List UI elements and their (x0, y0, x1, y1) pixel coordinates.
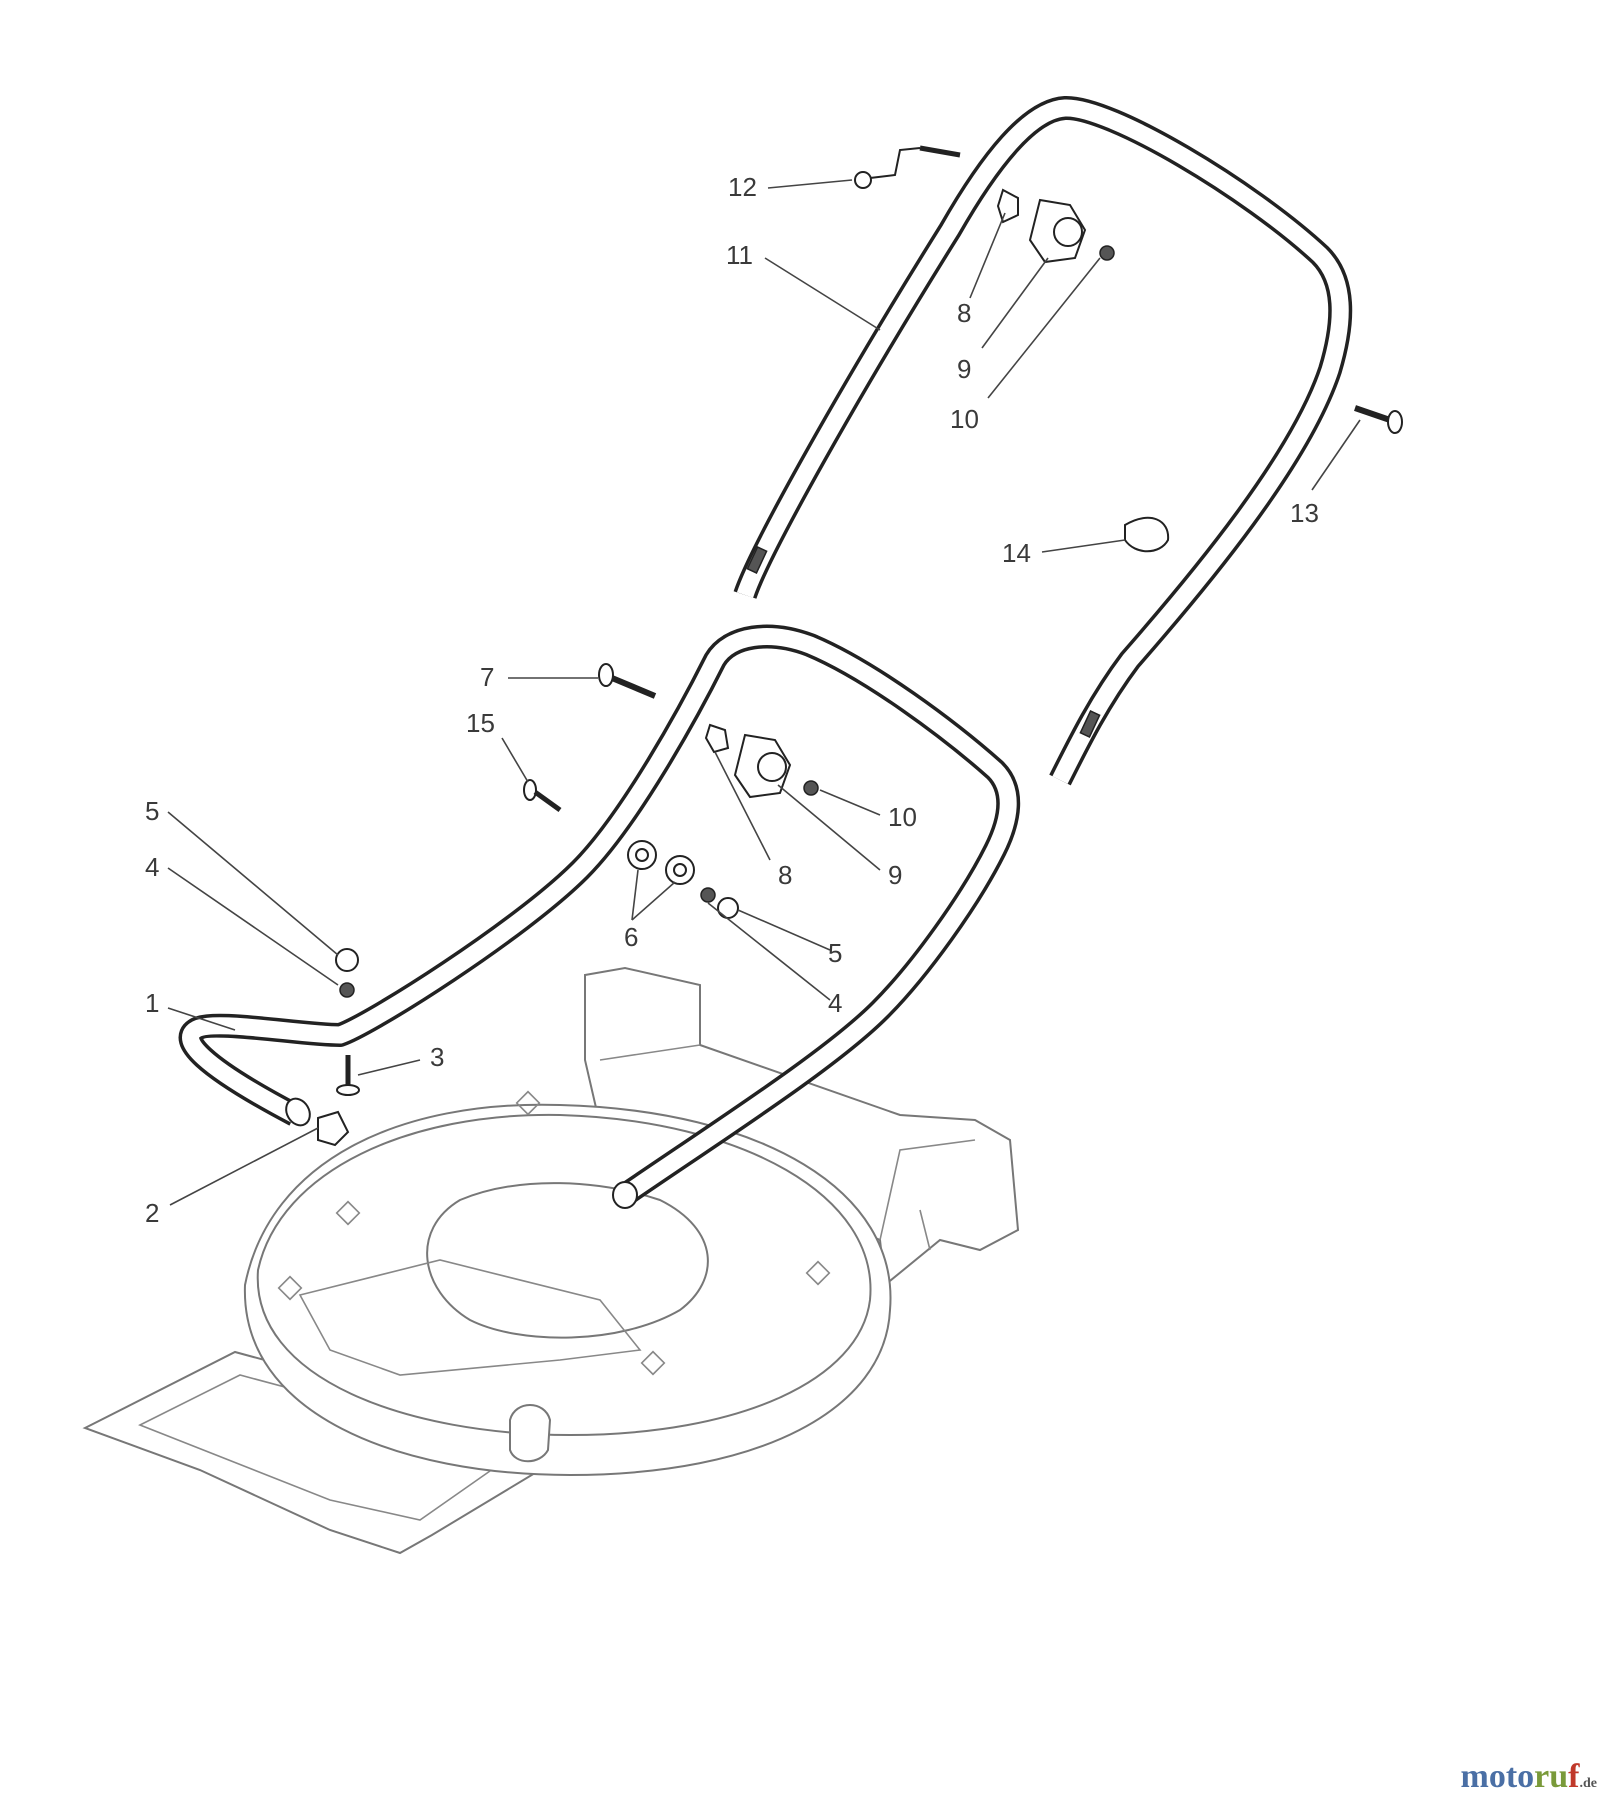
callout-10-upper: 10 (950, 404, 979, 434)
callout-14: 14 (1002, 538, 1031, 568)
callout-11: 11 (726, 240, 753, 270)
nut-cap-right (700, 887, 739, 919)
mower-deck (82, 966, 1020, 1555)
callout-15: 15 (466, 708, 495, 738)
callout-8-lower: 8 (778, 860, 792, 890)
deck-opening (426, 1182, 709, 1339)
callout-8-upper: 8 (957, 298, 971, 328)
bolt-15 (523, 779, 562, 813)
callout-12: 12 (728, 172, 757, 202)
cable-guide (854, 145, 961, 189)
watermark-suffix: .de (1579, 1776, 1598, 1791)
callout-4-left: 4 (145, 852, 159, 882)
handle-slot (1079, 710, 1101, 738)
handle-slot (746, 546, 768, 574)
lower-handle (178, 624, 1021, 1209)
mount-point (335, 1200, 361, 1226)
callout-5-left: 5 (145, 796, 159, 826)
mount-point (515, 1090, 541, 1116)
callout-13: 13 (1290, 498, 1319, 528)
callout-7: 7 (480, 662, 494, 692)
deck-baffle (298, 1259, 642, 1376)
bolt-7 (598, 663, 657, 699)
mount-point (805, 1260, 831, 1286)
callout-2: 2 (145, 1198, 159, 1228)
screw-3 (336, 1055, 360, 1096)
knob-assembly-upper (996, 188, 1115, 264)
rear-flap-inner (138, 1374, 522, 1521)
mount-point (640, 1350, 666, 1376)
carriage-bolt-13 (1354, 405, 1403, 434)
chute-detail (599, 1044, 976, 1251)
watermark-part-2: ru (1534, 1758, 1569, 1795)
upper-handle (733, 96, 1353, 786)
end-cap (317, 1110, 350, 1147)
watermark-part-3: f (1568, 1758, 1580, 1795)
callout-6: 6 (624, 922, 638, 952)
callout-1: 1 (145, 988, 159, 1018)
callout-4-right: 4 (828, 988, 842, 1018)
leader-lines (167, 179, 1361, 1206)
washers (627, 840, 695, 885)
deck-knob (509, 1404, 552, 1463)
callout-9-lower: 9 (888, 860, 902, 890)
callout-3: 3 (430, 1042, 444, 1072)
callout-9-upper: 9 (957, 354, 971, 384)
cable-clip (1124, 516, 1170, 553)
nut-cap-left (335, 948, 359, 998)
callout-5-right: 5 (828, 938, 842, 968)
knob-assembly-lower (704, 723, 819, 799)
callout-10-lower: 10 (888, 802, 917, 832)
motoruf-watermark: motoruf.de (1461, 1758, 1597, 1796)
mount-point (277, 1275, 303, 1301)
watermark-part-1: moto (1460, 1758, 1535, 1795)
callout-labels: 12 11 8 9 10 13 14 7 15 5 4 1 3 2 10 8 9… (145, 172, 1319, 1228)
